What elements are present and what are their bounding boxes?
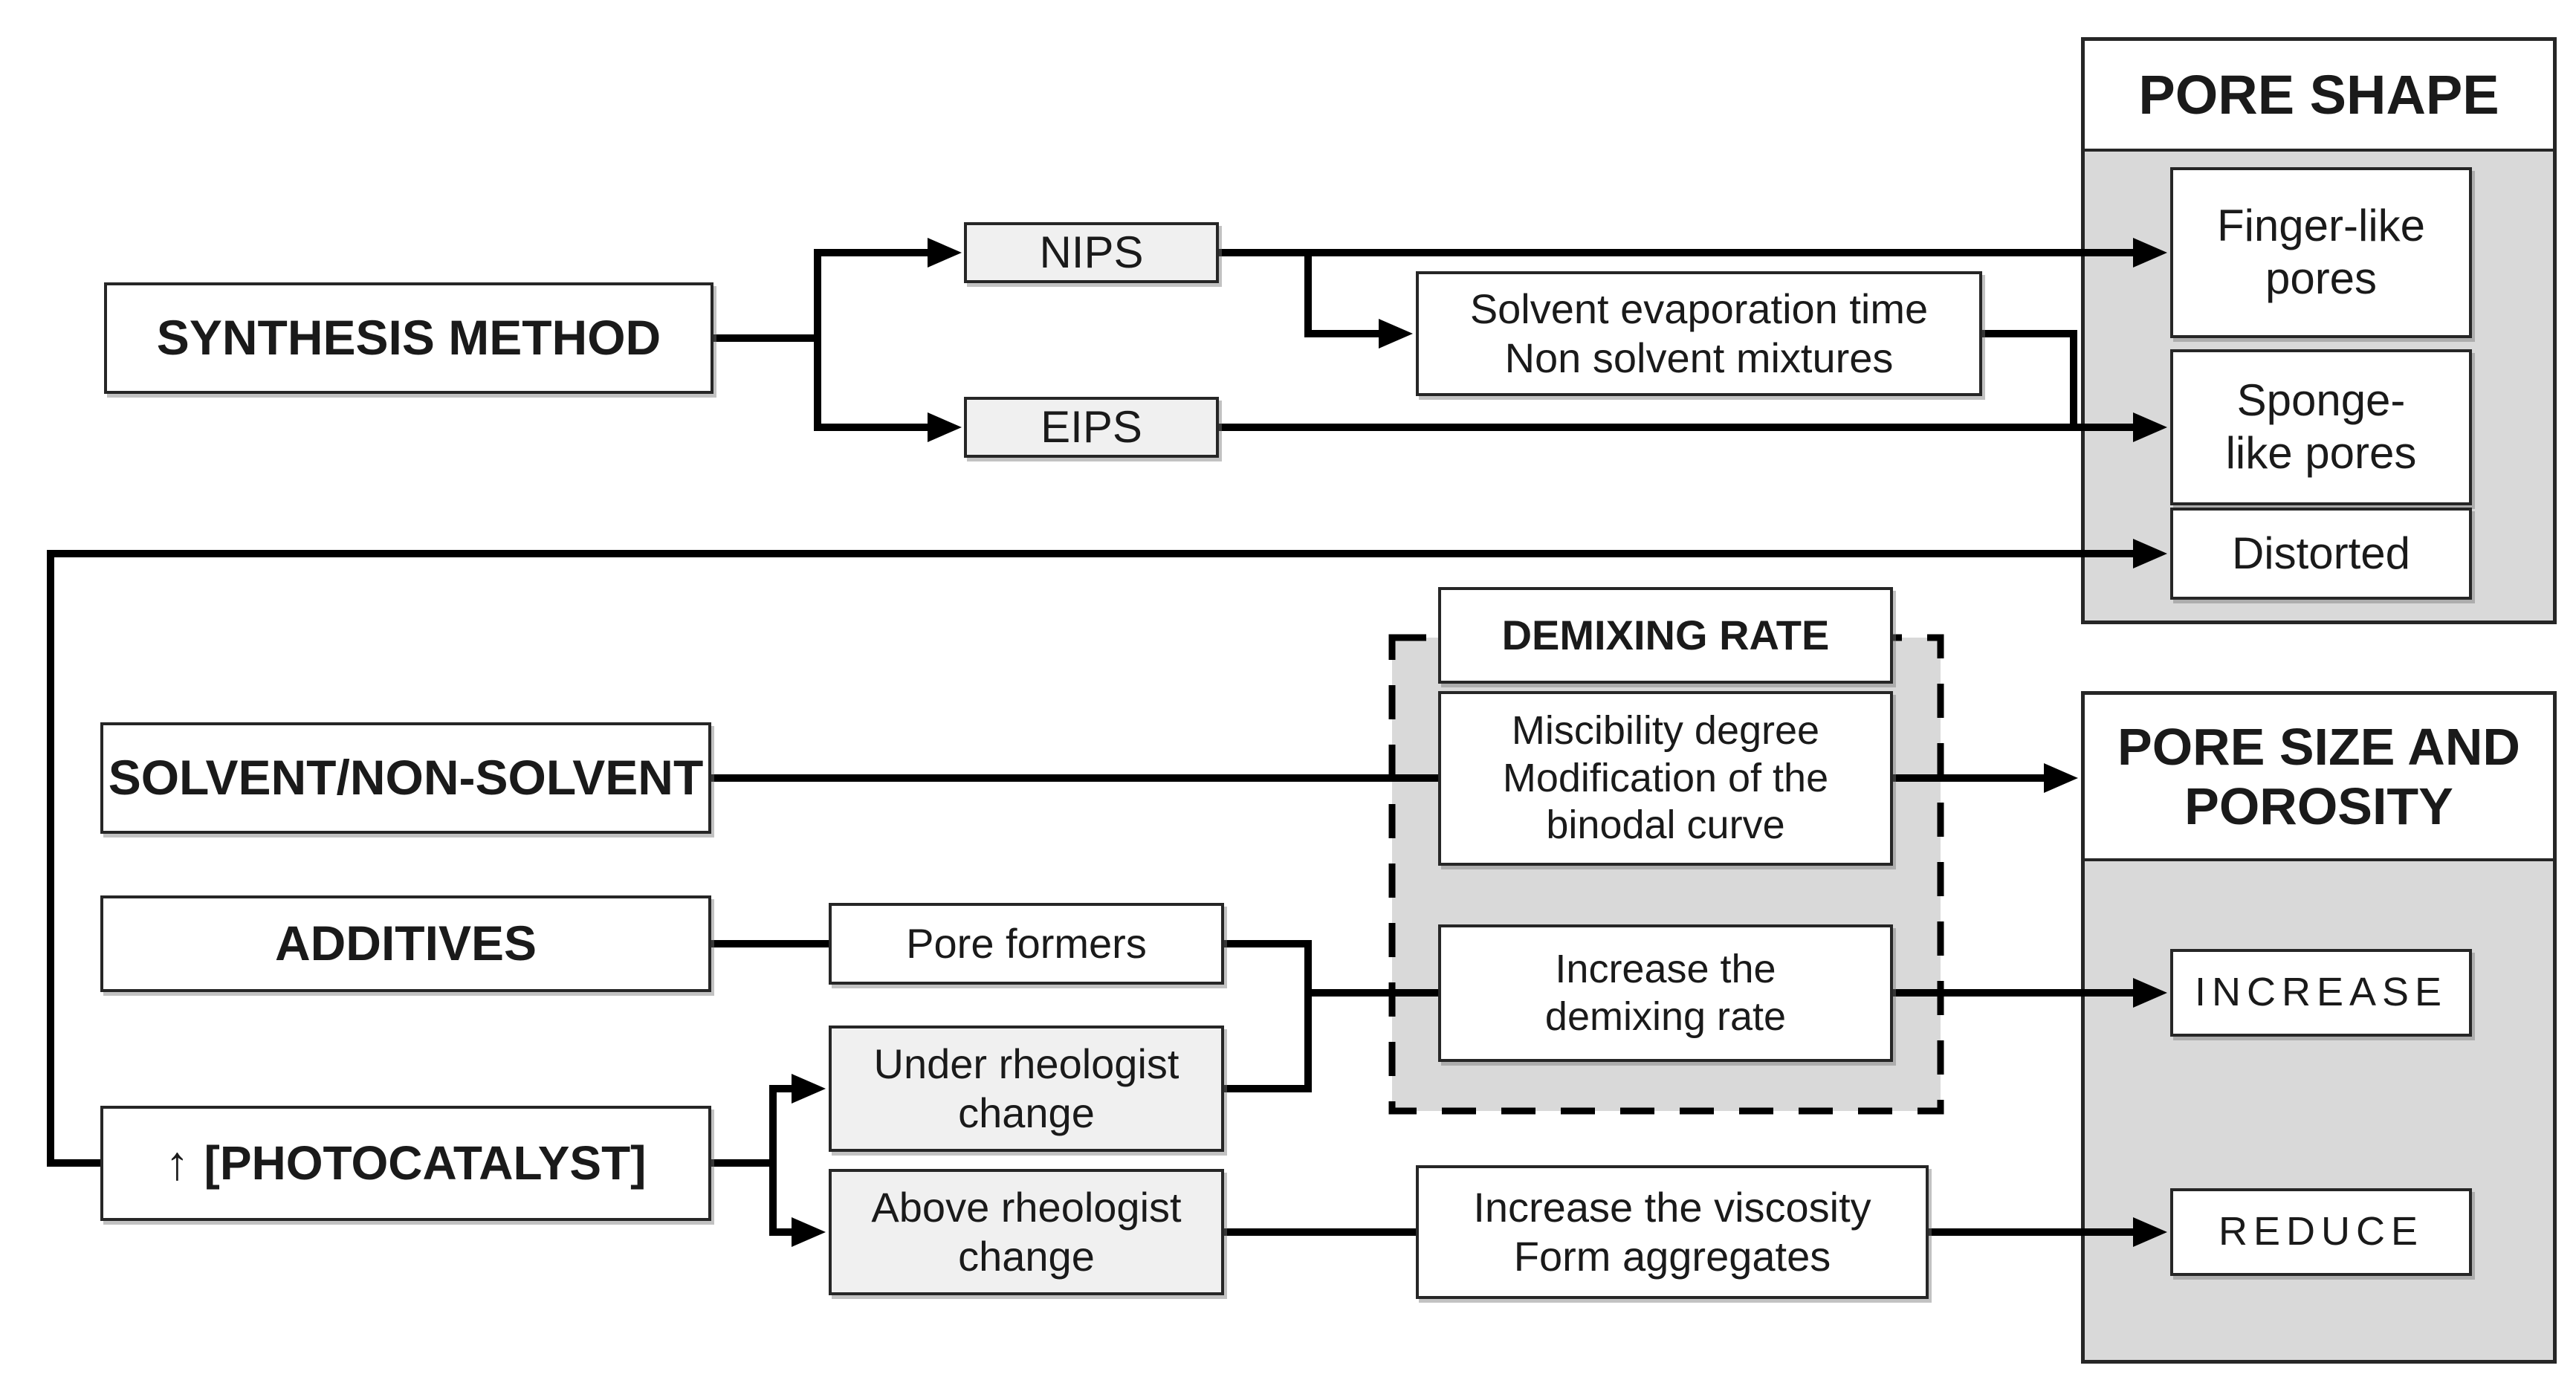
- nips-box: NIPS: [964, 222, 1219, 283]
- finger-like-line1: Finger-like: [2216, 201, 2426, 251]
- increase-demixing-box: Increase the demixing rate: [1438, 924, 1893, 1062]
- solvent-evaporation-line2: Non solvent mixtures: [1504, 334, 1894, 381]
- solvent-non-solvent-label: SOLVENT/NON-SOLVENT: [108, 750, 704, 806]
- pore-formers-label: Pore formers: [906, 919, 1147, 967]
- miscibility-line3: binodal curve: [1546, 803, 1785, 848]
- sponge-like-line1: Sponge-: [2236, 375, 2406, 426]
- synthesis-method-label: SYNTHESIS METHOD: [156, 310, 661, 366]
- reduce-box: REDUCE: [2170, 1188, 2472, 1276]
- additives-label: ADDITIVES: [274, 916, 537, 971]
- increase-viscosity-box: Increase the viscosity Form aggregates: [1416, 1165, 1929, 1299]
- distorted-label: Distorted: [2231, 528, 2411, 578]
- under-rheologist-line1: Under rheologist: [873, 1040, 1179, 1087]
- pore-size-title-line2: POROSITY: [2184, 777, 2453, 835]
- increase-arrow-icon: ↑: [165, 1135, 190, 1190]
- miscibility-line2: Modification of the: [1502, 755, 1829, 800]
- distorted-box: Distorted: [2170, 508, 2472, 600]
- pore-size-title: PORE SIZE AND POROSITY: [2085, 695, 2553, 861]
- eips-box: EIPS: [964, 397, 1219, 458]
- above-rheologist-line2: change: [958, 1233, 1095, 1280]
- demixing-rate-title: DEMIXING RATE: [1501, 611, 1830, 658]
- increase-viscosity-line2: Form aggregates: [1513, 1233, 1831, 1280]
- demixing-rate-header-box: DEMIXING RATE: [1438, 587, 1893, 684]
- sponge-like-pores-box: Sponge- like pores: [2170, 349, 2472, 505]
- solvent-evaporation-box: Solvent evaporation time Non solvent mix…: [1416, 271, 1982, 396]
- pore-formers-box: Pore formers: [829, 903, 1224, 985]
- miscibility-line1: Miscibility degree: [1511, 707, 1820, 753]
- under-rheologist-line2: change: [958, 1089, 1095, 1136]
- above-rheologist-line1: Above rheologist: [871, 1183, 1182, 1231]
- photocatalyst-label: [PHOTOCATALYST]: [204, 1135, 647, 1190]
- increase-demixing-line1: Increase the: [1555, 946, 1776, 991]
- synthesis-method-box: SYNTHESIS METHOD: [104, 282, 713, 394]
- finger-like-line2: pores: [2265, 253, 2378, 303]
- increase-box: INCREASE: [2170, 949, 2472, 1037]
- photocatalyst-box: ↑ [PHOTOCATALYST]: [100, 1106, 711, 1221]
- finger-like-pores-box: Finger-like pores: [2170, 167, 2472, 338]
- pore-shape-title: PORE SHAPE: [2085, 41, 2553, 152]
- above-rheologist-box: Above rheologist change: [829, 1169, 1224, 1295]
- sponge-like-line2: like pores: [2225, 428, 2417, 478]
- additives-box: ADDITIVES: [100, 895, 711, 992]
- arrowheads: [792, 238, 2167, 1247]
- increase-label: INCREASE: [2194, 970, 2448, 1015]
- solvent-evaporation-line1: Solvent evaporation time: [1469, 285, 1929, 332]
- solvent-non-solvent-box: SOLVENT/NON-SOLVENT: [100, 722, 711, 834]
- nips-label: NIPS: [1039, 227, 1144, 277]
- under-rheologist-box: Under rheologist change: [829, 1026, 1224, 1152]
- eips-label: EIPS: [1041, 401, 1142, 452]
- increase-viscosity-line1: Increase the viscosity: [1473, 1183, 1871, 1231]
- increase-demixing-line2: demixing rate: [1544, 994, 1787, 1039]
- miscibility-box: Miscibility degree Modification of the b…: [1438, 691, 1893, 866]
- reduce-label: REDUCE: [2218, 1209, 2424, 1254]
- pore-size-title-line1: PORE SIZE AND: [2117, 717, 2520, 776]
